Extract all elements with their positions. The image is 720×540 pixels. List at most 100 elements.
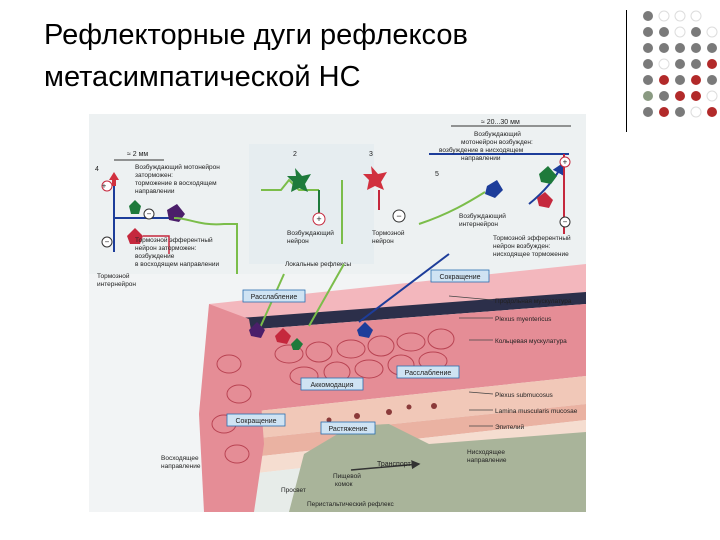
- layer-label-longitudinal: Продольная мускулатура: [495, 298, 572, 305]
- box-relaxation-bottom-text: Расслабление: [405, 369, 452, 377]
- arc5-motoneuron-icon: [539, 166, 557, 184]
- reflex-arc-figure: + − − ≈ 2 мм 4 Возбуждающий мотонейрон з…: [89, 114, 586, 512]
- vertical-divider: [626, 10, 627, 132]
- fiber-to-local-reflex: [308, 263, 345, 327]
- layer-label-circular: Кольцевая мускулатура: [495, 338, 567, 345]
- label-exm-right-1: Возбуждающий: [474, 130, 521, 138]
- arc2-excitatory-neuron-icon: [287, 168, 311, 192]
- label-ei-2: интернейрон: [459, 220, 498, 228]
- label-exm-left-2: заторможен:: [135, 172, 173, 179]
- dot-row-3: [643, 43, 717, 53]
- dot-row-6: [643, 90, 718, 102]
- myenteric-plexus-band: [214, 292, 586, 332]
- box-contraction-top: Сокращение: [430, 269, 490, 283]
- layer-label-submucous: Plexus submucosus: [495, 392, 554, 399]
- label-ascending-direction: Восходящее направление: [161, 455, 201, 470]
- transport-arrow: Транспорт: [350, 460, 421, 471]
- label-descending-2: направление: [467, 457, 507, 464]
- layer-label-lamina: Lamina muscularis mucosae: [495, 408, 578, 415]
- plexus-neuron-2: [275, 328, 291, 344]
- local-reflex-panel-bg: [249, 144, 374, 264]
- box-relaxation-top: Расслабление: [242, 289, 306, 303]
- arc-5-group: + −: [418, 125, 571, 234]
- layer-labels: Продольная мускулатура Plexus myentericu…: [495, 298, 578, 431]
- dot-row-5: [643, 75, 717, 85]
- arc-4-group: + − −: [101, 159, 238, 274]
- label-peristaltic-reflex: Перистальтический рефлекс: [307, 500, 395, 508]
- arc4-minus-sign-2: [101, 236, 113, 248]
- label-excitatory-motoneuron-left: Возбуждающий мотонейрон заторможен: торм…: [135, 163, 220, 195]
- arc4-interneuron-icon: [167, 204, 185, 222]
- arc5-minus-circle: [559, 216, 571, 228]
- box-accommodation-text: Аккомодация: [310, 382, 353, 389]
- minus-label-b: −: [105, 238, 110, 247]
- arc4-excitatory-motoneuron-icon: [129, 200, 141, 214]
- arc5-ascending-fiber: [528, 162, 564, 205]
- label-ii-2: интернейрон: [97, 280, 136, 288]
- box-contraction-bottom: Сокращение: [226, 413, 286, 427]
- transport-label: Транспорт: [377, 461, 411, 468]
- label-descending-1: Нисходящее: [467, 449, 505, 456]
- layer-leader-lines: [448, 295, 494, 427]
- decorative-dot-grid: [643, 10, 718, 118]
- dot-row-2: [643, 26, 718, 38]
- arc4-top-neuron: [109, 172, 119, 186]
- box-stretching-text: Растяжение: [328, 426, 367, 433]
- arcs-2-3-group: + −: [261, 166, 406, 244]
- arc4-red-fiber: [143, 235, 170, 254]
- arc4-inhibitory-efferent-icon: [127, 228, 143, 244]
- label-in-2: нейрон: [372, 237, 394, 245]
- plexus-neuron-4: [291, 338, 303, 350]
- arc4-plus-sign: [101, 180, 113, 192]
- plus-label-a: +: [102, 182, 107, 191]
- slide-title-line-1: Рефлекторные дуги рефлексов: [44, 19, 468, 51]
- reflex-arc-diagram: + − − ≈ 2 мм 4 Возбуждающий мотонейрон з…: [89, 114, 586, 512]
- plus-label-b: +: [316, 214, 321, 224]
- arc5-interneuron-icon: [485, 180, 503, 198]
- scale-label-right: ≈ 20...30 мм: [481, 119, 520, 126]
- dot-row-7: [643, 106, 717, 118]
- label-exm-left-3: торможение в восходящем: [135, 180, 217, 187]
- label-inhibitory-interneuron: Тормозной интернейрон: [97, 272, 136, 288]
- box-relaxation-bottom: Расслабление: [396, 365, 460, 379]
- label-exm-left-4: направлении: [135, 188, 175, 195]
- arc5-plus-circle: [559, 156, 571, 168]
- label-bolus-2: комок: [335, 481, 353, 488]
- label-ie-right-1: Тормозной эфферентный: [493, 234, 571, 242]
- label-ei-1: Возбуждающий: [459, 212, 506, 220]
- label-ascending-2: направление: [161, 463, 201, 470]
- arc4-green-fiber: [173, 217, 238, 274]
- label-ie-left-2: нейрон заторможен:: [135, 244, 197, 252]
- label-excitatory-neuron: Возбуждающий нейрон: [287, 229, 334, 245]
- label-ascending-1: Восходящее: [161, 455, 199, 462]
- arc4-minus-sign: [143, 208, 155, 220]
- label-food-bolus: Пищевой комок: [333, 472, 361, 488]
- submucosa-cells: [326, 403, 437, 423]
- fiber-to-right-arc: [358, 253, 450, 323]
- dot-row-1: [643, 10, 702, 22]
- plexus-neuron-1: [249, 322, 265, 338]
- label-inhibitory-neuron: Тормозной нейрон: [372, 229, 405, 245]
- label-excitatory-motoneuron-right: Возбуждающий мотонейрон возбужден: возбу…: [439, 130, 533, 162]
- arc-number-4: 4: [95, 166, 99, 173]
- label-ie-right-3: нисходящее торможение: [493, 251, 569, 258]
- box-stretching: Растяжение: [320, 421, 376, 435]
- label-bolus-1: Пищевой: [333, 472, 361, 480]
- label-inhibitory-efferent-left: Тормозной эфферентный нейрон заторможен:…: [135, 236, 220, 268]
- box-contraction-top-text: Сокращение: [439, 274, 480, 281]
- slide-title: Рефлекторные дуги рефлексов метасимпатич…: [44, 14, 584, 98]
- label-ie-left-3: возбуждение: [135, 252, 175, 260]
- arc-number-3: 3: [369, 151, 373, 158]
- arc5-afferent: [418, 191, 486, 225]
- arc-number-5: 5: [435, 171, 439, 178]
- label-ie-right-2: нейрон возбужден:: [493, 242, 551, 250]
- label-exm-left-1: Возбуждающий мотонейрон: [135, 163, 220, 171]
- label-ie-left-1: Тормозной эфферентный: [135, 236, 213, 244]
- label-lumen: Просвет: [281, 487, 306, 494]
- longitudinal-muscle-layer: [209, 264, 586, 329]
- label-en-2: нейрон: [287, 237, 309, 245]
- box-relaxation-top-text: Расслабление: [251, 293, 298, 301]
- label-exm-right-4: направлении: [461, 155, 501, 162]
- label-in-1: Тормозной: [372, 229, 405, 237]
- contracted-segment: [199, 304, 264, 512]
